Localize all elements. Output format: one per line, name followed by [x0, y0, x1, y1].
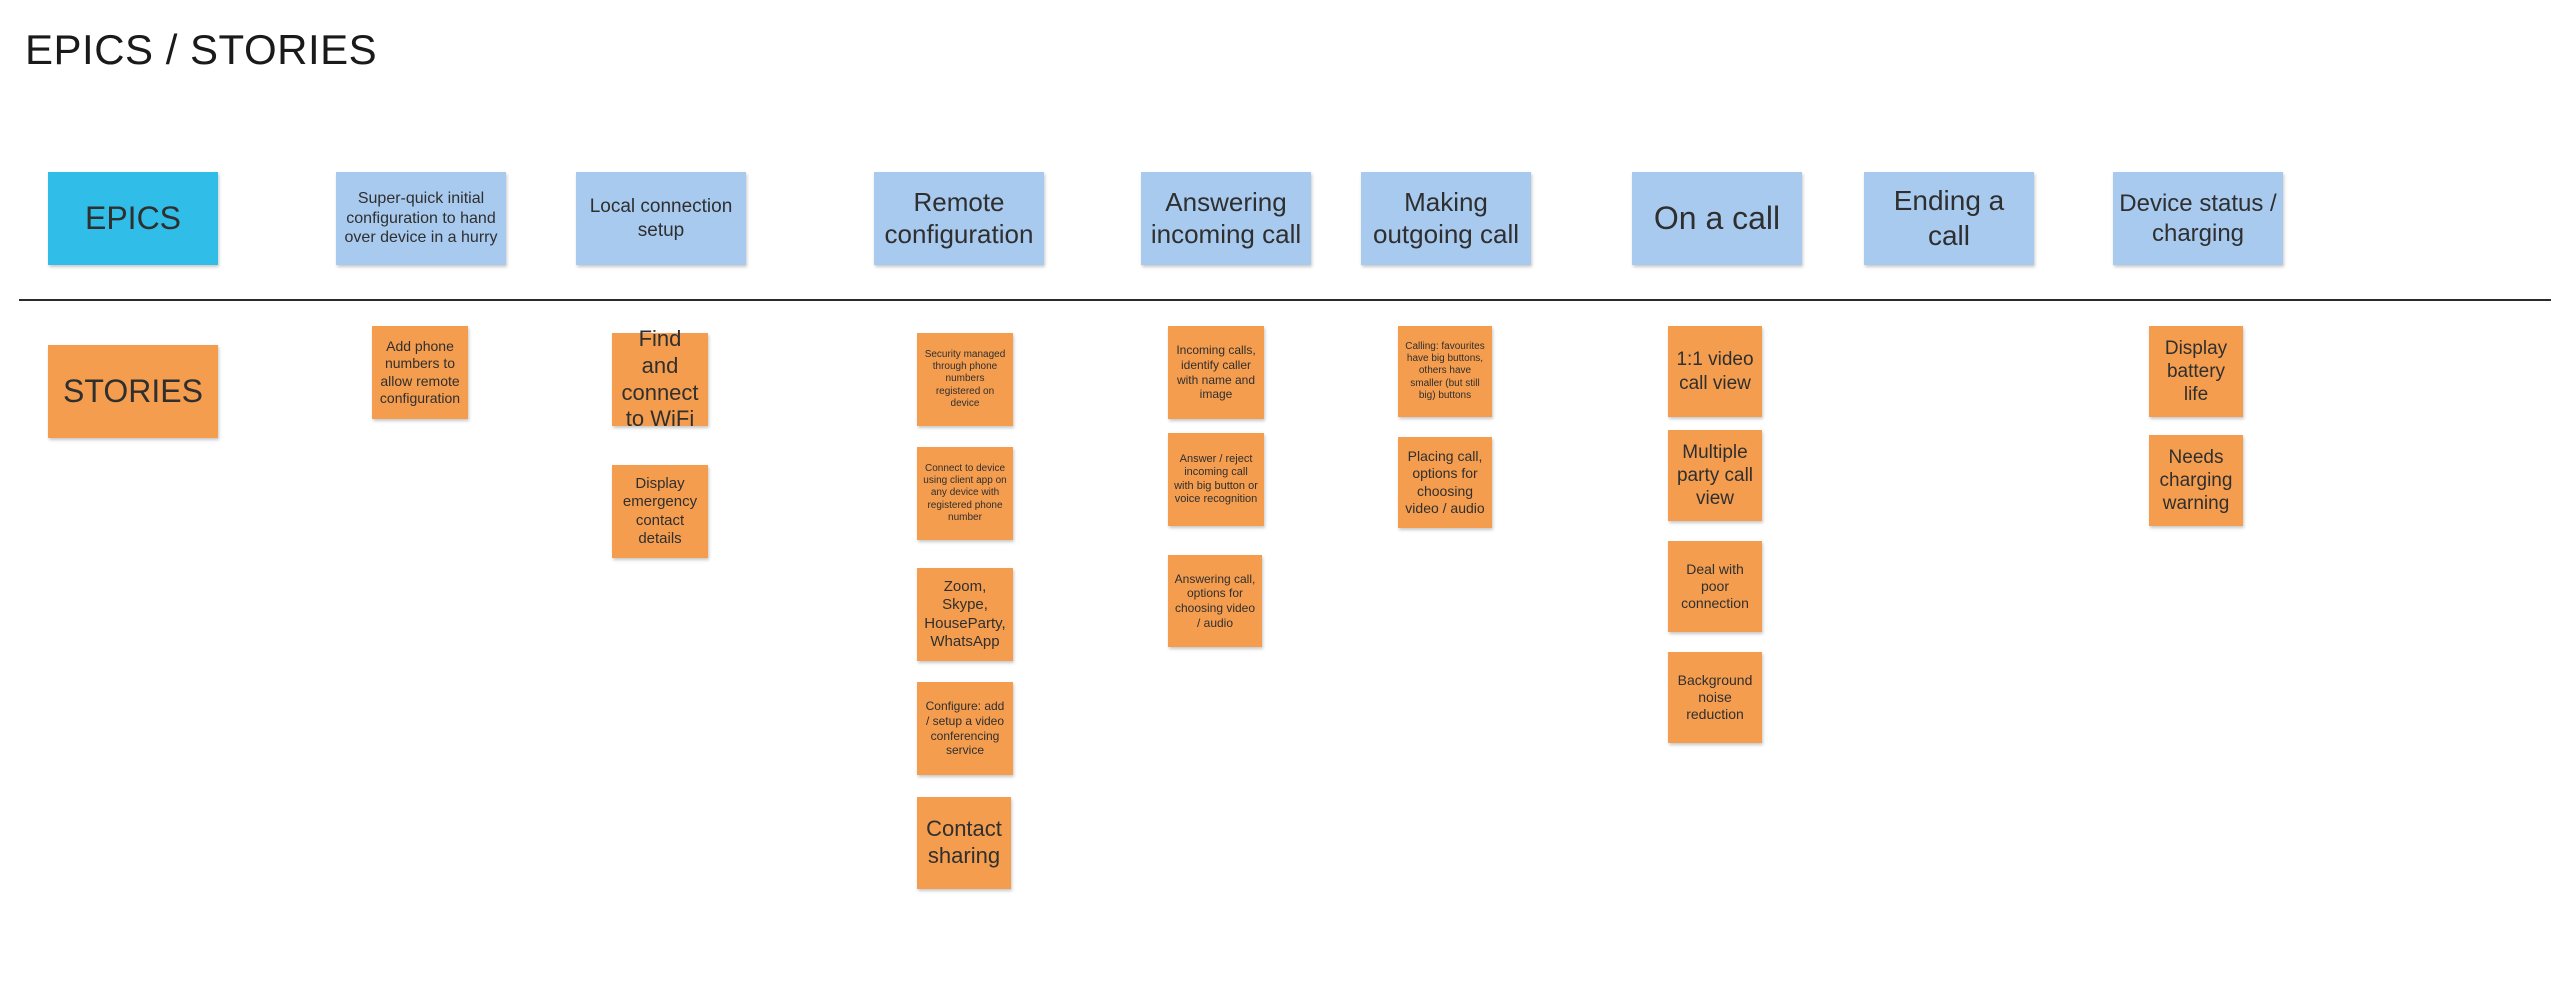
story-configure-video-service[interactable]: Configure: add / setup a video conferenc…	[917, 682, 1013, 775]
story-answer-reject[interactable]: Answer / reject incoming call with big b…	[1168, 433, 1264, 526]
epic-quick-configuration[interactable]: Super-quick initial configuration to han…	[336, 172, 506, 265]
epic-making-outgoing-call[interactable]: Making outgoing call	[1361, 172, 1531, 265]
epic-device-status-charging[interactable]: Device status / charging	[2113, 172, 2283, 265]
epic-remote-configuration[interactable]: Remote configuration	[874, 172, 1044, 265]
epics-row-label[interactable]: EPICS	[48, 172, 218, 265]
story-answer-video-audio[interactable]: Answering call, options for choosing vid…	[1168, 555, 1262, 647]
story-noise-reduction[interactable]: Background noise reduction	[1668, 652, 1762, 743]
story-multiple-party-view[interactable]: Multiple party call view	[1668, 430, 1762, 521]
story-contact-sharing[interactable]: Contact sharing	[917, 797, 1011, 889]
epic-ending-a-call[interactable]: Ending a call	[1864, 172, 2034, 265]
epic-on-a-call[interactable]: On a call	[1632, 172, 1802, 265]
epics-stories-divider	[19, 299, 2551, 301]
story-conferencing-services[interactable]: Zoom, Skype, HouseParty, WhatsApp	[917, 568, 1013, 661]
story-security-managed[interactable]: Security managed through phone numbers r…	[917, 333, 1013, 426]
story-emergency-contact-details[interactable]: Display emergency contact details	[612, 465, 708, 558]
story-charging-warning[interactable]: Needs charging warning	[2149, 435, 2243, 526]
epic-answering-incoming-call[interactable]: Answering incoming call	[1141, 172, 1311, 265]
stories-row-label[interactable]: STORIES	[48, 345, 218, 438]
story-connect-client-app[interactable]: Connect to device using client app on an…	[917, 447, 1013, 540]
story-add-phone-numbers[interactable]: Add phone numbers to allow remote config…	[372, 326, 468, 419]
story-1-1-video-view[interactable]: 1:1 video call view	[1668, 326, 1762, 417]
epic-local-connection-setup[interactable]: Local connection setup	[576, 172, 746, 265]
board-title: EPICS / STORIES	[25, 26, 378, 73]
story-battery-life[interactable]: Display battery life	[2149, 326, 2243, 417]
story-poor-connection[interactable]: Deal with poor connection	[1668, 541, 1762, 632]
story-placing-call[interactable]: Placing call, options for choosing video…	[1398, 437, 1492, 528]
story-find-connect-wifi[interactable]: Find and connect to WiFi	[612, 326, 708, 431]
story-identify-caller[interactable]: Incoming calls, identify caller with nam…	[1168, 326, 1264, 419]
story-calling-favourites[interactable]: Calling: favourites have big buttons, ot…	[1398, 326, 1492, 417]
